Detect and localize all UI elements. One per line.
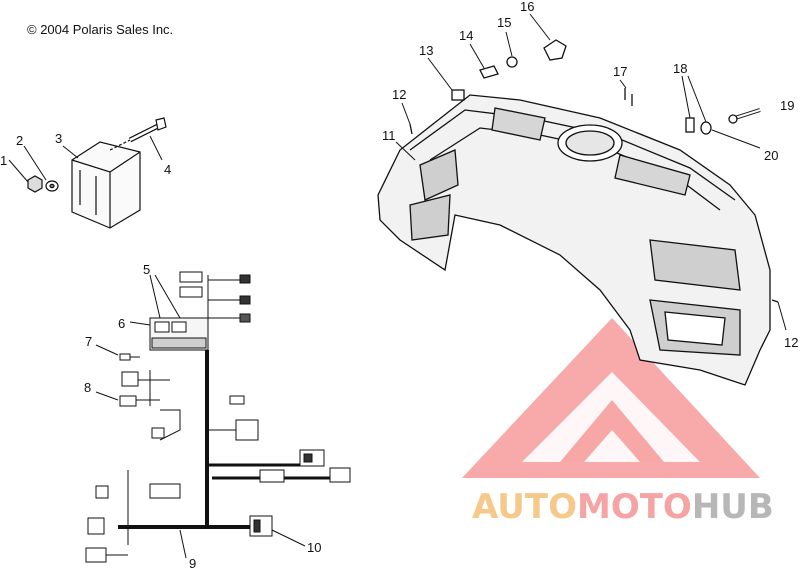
- connector-cluster: [121, 371, 139, 387]
- callout-4: 4: [164, 162, 171, 177]
- callout-1: 1: [0, 153, 7, 168]
- callout-7: 7: [85, 334, 92, 349]
- control-module: [71, 141, 141, 229]
- grommet-nut: [506, 56, 518, 68]
- callout-11: 11: [382, 128, 396, 143]
- callout-16: 16: [520, 0, 534, 14]
- watermark-moto: MOTO: [577, 487, 692, 527]
- watermark-hub: HUB: [692, 487, 774, 527]
- hood-bolt: [728, 108, 761, 124]
- wiring-harness-group: [85, 271, 351, 563]
- callout-13: 13: [419, 43, 433, 58]
- right-vent: [614, 154, 691, 196]
- nut: [27, 175, 43, 193]
- svg-text:AUTOMOTOHUB: AUTOMOTOHUB: [472, 487, 774, 527]
- clip: [479, 65, 499, 79]
- watermark-text: AUTOMOTOHUB: [472, 487, 774, 527]
- callout-20: 20: [764, 148, 778, 163]
- callout-17: 17: [613, 64, 627, 79]
- watermark-auto: AUTO: [472, 487, 577, 527]
- callout-14: 14: [459, 28, 473, 43]
- callout-12-right: 12: [784, 335, 798, 350]
- bolt: [128, 117, 167, 143]
- watermark-m-shape: [560, 400, 664, 462]
- fuse: [119, 353, 131, 361]
- callout-19: 19: [780, 98, 794, 113]
- callout-8: 8: [84, 380, 91, 395]
- copyright-notice: © 2004 Polaris Sales Inc.: [27, 22, 174, 37]
- end-connector: [249, 515, 273, 537]
- control-module-group: [27, 117, 167, 229]
- left-pocket-upper: [419, 149, 459, 201]
- right-pocket-upper: [649, 239, 741, 291]
- callout-18: 18: [673, 61, 687, 76]
- callout-2: 2: [16, 133, 23, 148]
- watermark-logo: [462, 318, 760, 478]
- grommet: [543, 39, 567, 61]
- callout-3: 3: [55, 131, 62, 146]
- left-vent: [491, 107, 546, 141]
- cap-plug: [451, 89, 465, 101]
- callout-10: 10: [307, 540, 321, 555]
- callout-5: 5: [143, 262, 150, 277]
- hood-washer: [700, 121, 712, 135]
- callout-6: 6: [118, 316, 125, 331]
- left-pocket-lower: [409, 194, 451, 241]
- hood-panel-group: [377, 39, 779, 386]
- callout-15: 15: [497, 15, 511, 30]
- callout-12-top: 12: [392, 87, 406, 102]
- callout-9: 9: [189, 556, 196, 570]
- leader-lines: [8, 13, 787, 559]
- bracket: [685, 117, 695, 133]
